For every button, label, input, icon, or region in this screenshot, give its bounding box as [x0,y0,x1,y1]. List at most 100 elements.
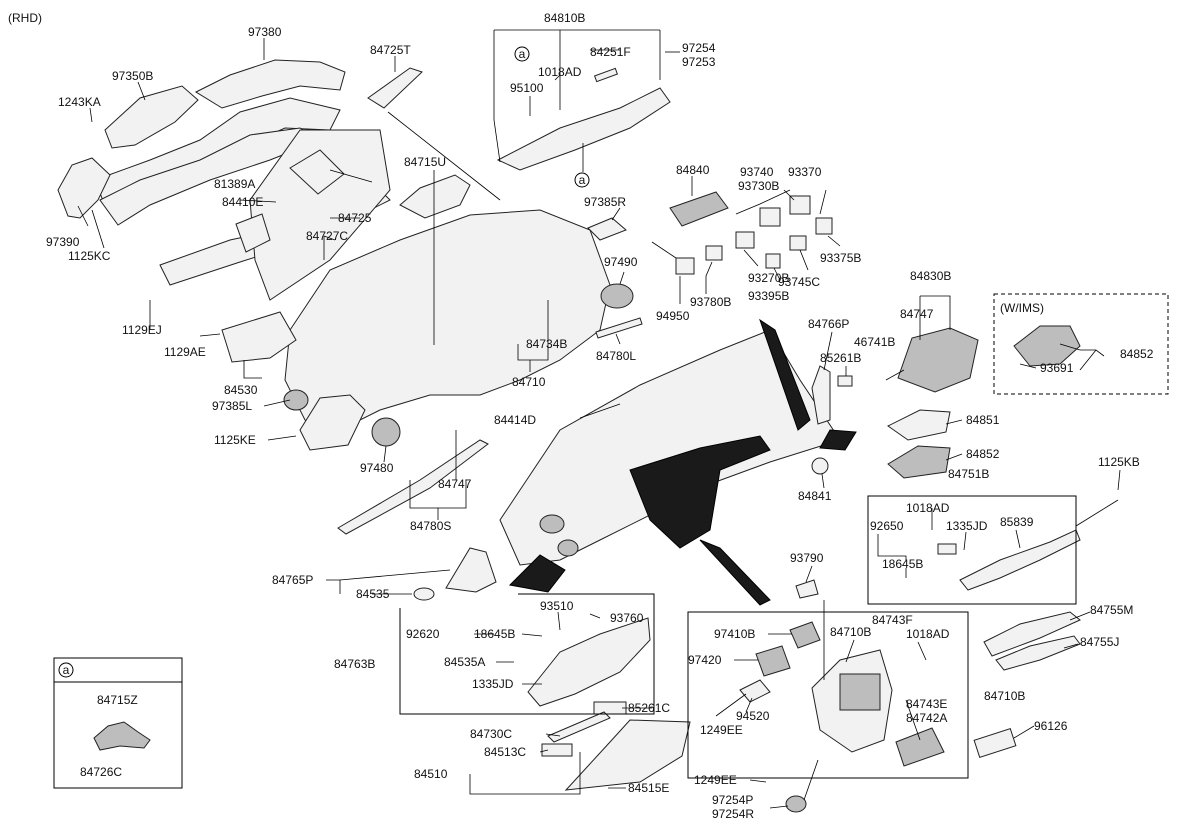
part-label: 18645B [882,557,923,571]
switch-panel-84840 [669,191,729,227]
clip-84410E [235,213,271,253]
inset-boxes [53,293,1169,789]
shroud-84851 [887,409,951,441]
glove-box-84763B [527,617,651,707]
part-label: 97385L [212,399,252,413]
part-label: 1335JD [946,519,988,533]
part-label: 93790 [790,551,824,565]
inset-a-label-1: 84715Z [97,693,138,707]
part-label: 84852 [1120,347,1154,361]
clip-94520 [739,679,771,703]
wims-box [993,293,1169,395]
part-label: 1249EE [700,723,743,737]
part-label: 84751B [948,467,989,481]
part-label: 1243KA [58,95,101,109]
part-label: 97385R [584,195,626,209]
part-label: 1129AE [164,345,206,359]
part-label: 97254 [682,41,716,55]
part-label: 84780L [596,349,636,363]
part-label: 85839 [1000,515,1034,529]
part-label: 84535 [356,587,390,601]
part-label: 84535A [444,655,485,669]
panel-85839 [959,529,1081,591]
part-label: 84755M [1090,603,1133,617]
shroud-ims-84852 [1013,325,1081,367]
switch-93740 [759,207,781,227]
bracket-84725T [367,67,423,109]
part-label: 84763B [334,657,375,671]
part-label: 84747 [900,307,934,321]
svg-text:a: a [63,663,70,677]
strip-84730C [547,711,611,743]
part-label: 84743F [872,613,913,627]
part-label: 97254R [712,807,754,820]
svg-text:a: a [579,173,586,187]
inset-a-label-2: 84726C [80,765,122,779]
switch-84742A [895,727,945,767]
part-label: 1125KC [68,249,111,263]
part-label: 93730B [738,179,779,193]
part-label: 94520 [736,709,770,723]
vent-97385R [587,217,627,241]
part-label: 84251F [590,45,631,59]
part-label: 93270B [748,271,789,285]
deflector-line [699,539,771,606]
cluster-84830B [897,327,979,393]
vent-97490 [600,283,634,309]
part-label: 84530 [224,383,258,397]
part-label: 84841 [798,489,832,503]
part-label: 93740 [740,165,774,179]
part-label: 96126 [1034,719,1068,733]
switch-93745C [789,235,807,251]
panel-84755M [983,611,1081,657]
part-label: 84710B [984,689,1025,703]
part-label: 97380 [248,25,282,39]
clip-84535 [413,587,435,601]
part-label: 94950 [656,309,690,323]
part-label: 84852 [966,447,1000,461]
vent-97410B [789,621,821,649]
right-pad-black [759,318,811,431]
duct-97390 [57,157,111,219]
part-label: 84780S [410,519,451,533]
inset-a-part [93,721,151,751]
box-84751B [867,495,1077,605]
part-label: 93375B [820,251,861,265]
part-label: 84725 [338,211,372,225]
center-fascia [629,435,771,549]
switch-94950 [675,257,695,275]
callout-a-1: a [514,46,530,62]
box-84710B [687,611,969,779]
glove-box-84510 [564,719,691,791]
part-label: 1125KE [214,433,256,447]
callout-a-inset: a [58,662,74,678]
clip-97254P [785,795,807,813]
part-label: 84725T [370,43,411,57]
duct-97380 [194,59,346,109]
part-label: 92650 [870,519,904,533]
part-label: 84515E [628,781,669,795]
switch-93780B [705,245,723,261]
part-label: 97390 [46,235,80,249]
trim-84766P [811,365,831,425]
part-label: 84414D [494,413,536,427]
switch-93395B [765,253,781,269]
clip-85261B [837,375,853,387]
tag-96126 [973,727,1017,759]
box-84763B [399,593,655,715]
part-label: 97254P [712,793,753,807]
right-pad-black-2 [819,429,857,451]
pad-85261C [593,701,627,715]
part-label: 84810B [544,11,585,25]
center-brace [249,129,391,301]
wims-label: (W/IMS) [1000,301,1044,315]
part-label: 97253 [682,55,716,69]
part-label: 93780B [690,295,731,309]
switch-93270B [735,231,755,249]
part-label: 84734B [526,337,567,351]
vent-left-84414D [539,514,565,534]
part-label: 84743E [906,697,947,711]
inset-a-box [53,657,183,789]
vent-97480 [371,417,401,447]
